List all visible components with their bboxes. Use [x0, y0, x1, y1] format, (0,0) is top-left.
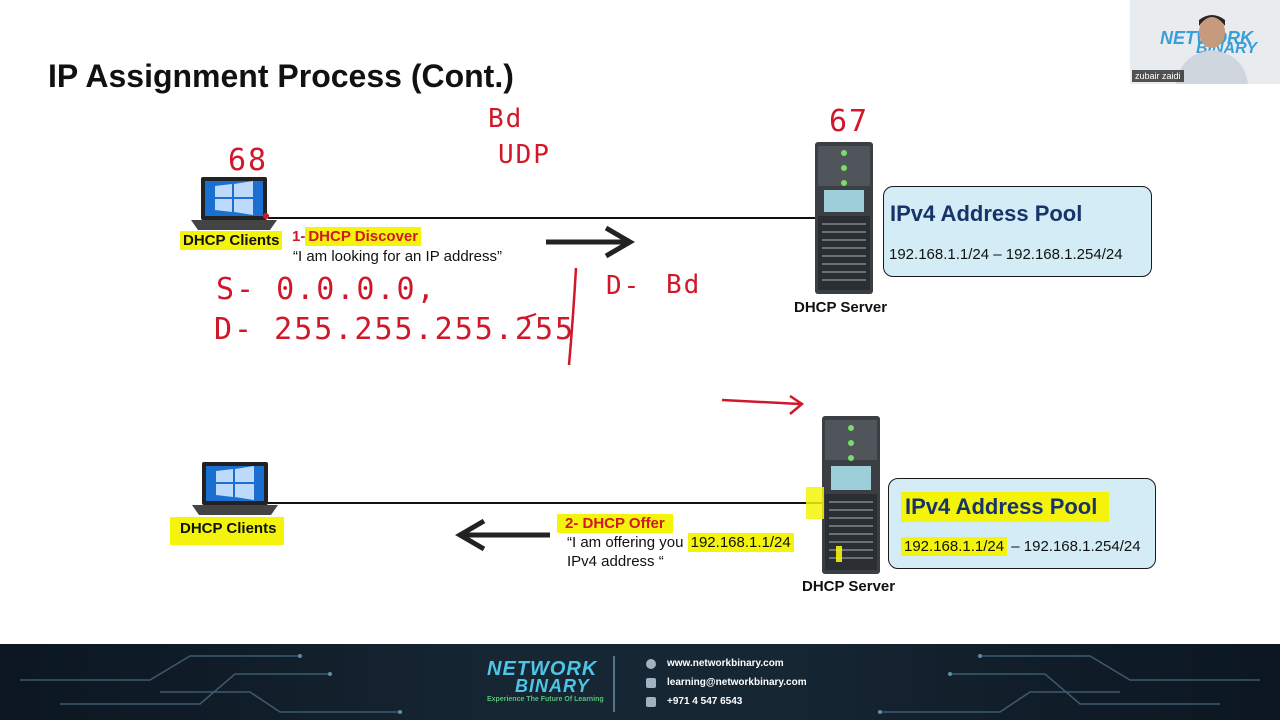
discover-step: 1-DHCP Discover — [292, 227, 422, 246]
footer-phone: +971 4 547 6543 — [667, 696, 743, 707]
offer-message-line2: IPv4 address “ — [567, 553, 664, 570]
bottom-pool-range: 192.168.1.1/24 – 192.168.1.254/24 — [901, 537, 1141, 556]
annotation-client-port: 68 — [228, 143, 269, 178]
annotation-arrow-icon — [721, 394, 805, 415]
circuit-decoration — [20, 654, 1260, 714]
bottom-address-pool: IPv4 Address Pool 192.168.1.1/24 – 192.1… — [888, 478, 1156, 569]
footer-tagline: Experience The Future Of Learning — [487, 696, 604, 703]
discover-arrow-icon — [546, 225, 635, 259]
top-pool-range: 192.168.1.1/24 – 192.168.1.254/24 — [889, 246, 1123, 263]
globe-icon — [646, 659, 656, 669]
annotation-destination-broadcast: Bd — [666, 270, 702, 300]
bottom-pool-title: IPv4 Address Pool — [901, 492, 1110, 522]
annotation-tick — [523, 313, 537, 319]
discover-step-name: DHCP Discover — [305, 227, 422, 246]
discover-message: “I am looking for an IP address” — [293, 248, 502, 265]
offer-step: 2- DHCP Offer — [557, 514, 673, 533]
footer-website[interactable]: www.networkbinary.com — [667, 658, 784, 669]
presenter-webcam: NETWORK BINARY zubair zaidi — [1130, 0, 1280, 84]
bottom-server-label: DHCP Server — [802, 578, 896, 595]
bottom-pool-range-start: 192.168.1.1/24 — [901, 537, 1008, 556]
client-laptop-icon — [191, 177, 277, 230]
top-pool-title: IPv4 Address Pool — [890, 201, 1083, 226]
annotation-udp: UDP — [498, 140, 551, 170]
annotation-destination-prefix: D- — [606, 271, 642, 301]
diagram-canvas — [191, 142, 880, 574]
offer-arrow-icon — [455, 518, 550, 552]
footer-logo-bottom: BINARY — [515, 676, 590, 696]
annotation-destination-ip: D- 255.255.255.255 — [214, 312, 576, 347]
client-laptop-icon — [192, 462, 278, 515]
mail-icon — [646, 678, 656, 688]
dhcp-server-icon — [806, 416, 880, 574]
footer-logo-top: NETWORK — [487, 658, 598, 680]
annotation-source-ip: S- 0.0.0.0, — [216, 272, 437, 307]
top-server-label: DHCP Server — [794, 299, 888, 316]
presenter-avatar — [1176, 15, 1248, 84]
top-address-pool: IPv4 Address Pool 192.168.1.1/24 – 192.1… — [883, 186, 1152, 277]
discover-step-number: 1- — [292, 228, 306, 245]
phone-icon — [646, 697, 656, 707]
bottom-pool-range-rest: – 192.168.1.254/24 — [1007, 538, 1141, 555]
offer-message-ip: 192.168.1.1/24 — [687, 533, 794, 552]
annotation-broadcast: Bd — [488, 104, 524, 134]
annotation-divider — [567, 267, 578, 366]
offer-message-line1: “I am offering you 192.168.1.1/24 — [567, 533, 794, 552]
presenter-name: zubair zaidi — [1132, 70, 1184, 82]
dhcp-server-icon — [815, 142, 873, 294]
footer-email[interactable]: learning@networkbinary.com — [667, 677, 807, 688]
slide-title: IP Assignment Process (Cont.) — [48, 58, 514, 94]
footer-banner: NETWORK BINARY Experience The Future Of … — [0, 644, 1280, 720]
offer-message-prefix: “I am offering you — [567, 534, 688, 551]
annotation-server-port: 67 — [829, 104, 870, 139]
top-client-label: DHCP Clients — [180, 231, 283, 250]
bottom-client-label: DHCP Clients — [170, 517, 285, 545]
